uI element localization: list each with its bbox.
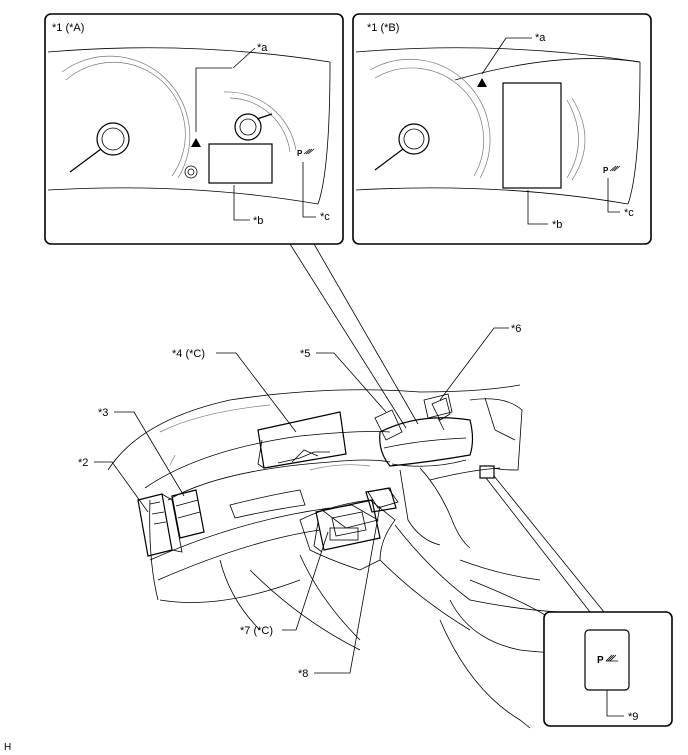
callout-b-right: *b bbox=[552, 219, 562, 231]
warning-triangle-icon bbox=[191, 138, 201, 147]
park-indicator-a: P bbox=[297, 149, 303, 158]
callout-a-right: *a bbox=[535, 32, 546, 44]
label-c9: *9 bbox=[628, 711, 638, 723]
callout-a-left: *a bbox=[257, 42, 268, 54]
switch-p-symbol: P bbox=[597, 655, 604, 666]
cluster-panel-b: *1 (*B) P *a *b *c bbox=[352, 13, 652, 245]
label-c2: *2 bbox=[78, 457, 88, 469]
label-c8: *8 bbox=[298, 668, 308, 680]
callout-c-left: *c bbox=[320, 211, 330, 223]
callout-c-right: *c bbox=[624, 207, 634, 219]
label-c6: *6 bbox=[511, 323, 521, 335]
switch-panel: P *9 bbox=[485, 475, 673, 727]
cluster-panel-a: *1 (*A) P *a *b *c bbox=[44, 13, 344, 245]
callout-b-left: *b bbox=[253, 215, 263, 227]
component-callouts: *2 *3 *4 (*C) *5 *6 *7 (*C) *8 bbox=[78, 323, 521, 680]
dashboard-illustration bbox=[107, 384, 581, 729]
panel-b-title: *1 (*B) bbox=[367, 22, 399, 34]
label-c3: *3 bbox=[98, 407, 108, 419]
panel-a-title: *1 (*A) bbox=[52, 22, 84, 34]
label-c4: *4 (*C) bbox=[172, 348, 205, 360]
warning-triangle-icon bbox=[477, 78, 487, 87]
label-c7: *7 (*C) bbox=[240, 625, 273, 637]
corner-mark: H bbox=[4, 742, 11, 753]
label-c5: *5 bbox=[300, 348, 310, 360]
park-indicator-b: P bbox=[603, 166, 609, 175]
